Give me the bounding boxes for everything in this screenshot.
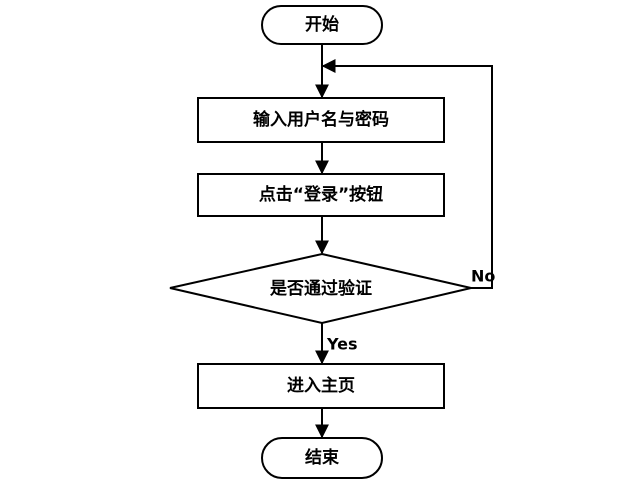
arrow-no-loop <box>321 59 493 289</box>
input-credentials-box <box>197 97 445 143</box>
input-credentials-label: 输入用户名与密码 <box>253 109 389 130</box>
yes-label: Yes <box>326 335 358 354</box>
click-login-label: 点击“登录”按钮 <box>259 184 383 205</box>
start-label: 开始 <box>305 14 339 35</box>
no-label: No <box>471 267 495 286</box>
end-label: 结束 <box>305 447 339 468</box>
end-terminator <box>261 437 383 479</box>
enter-home-label: 进入主页 <box>287 375 355 396</box>
verification-decision-label: 是否通过验证 <box>270 278 372 299</box>
